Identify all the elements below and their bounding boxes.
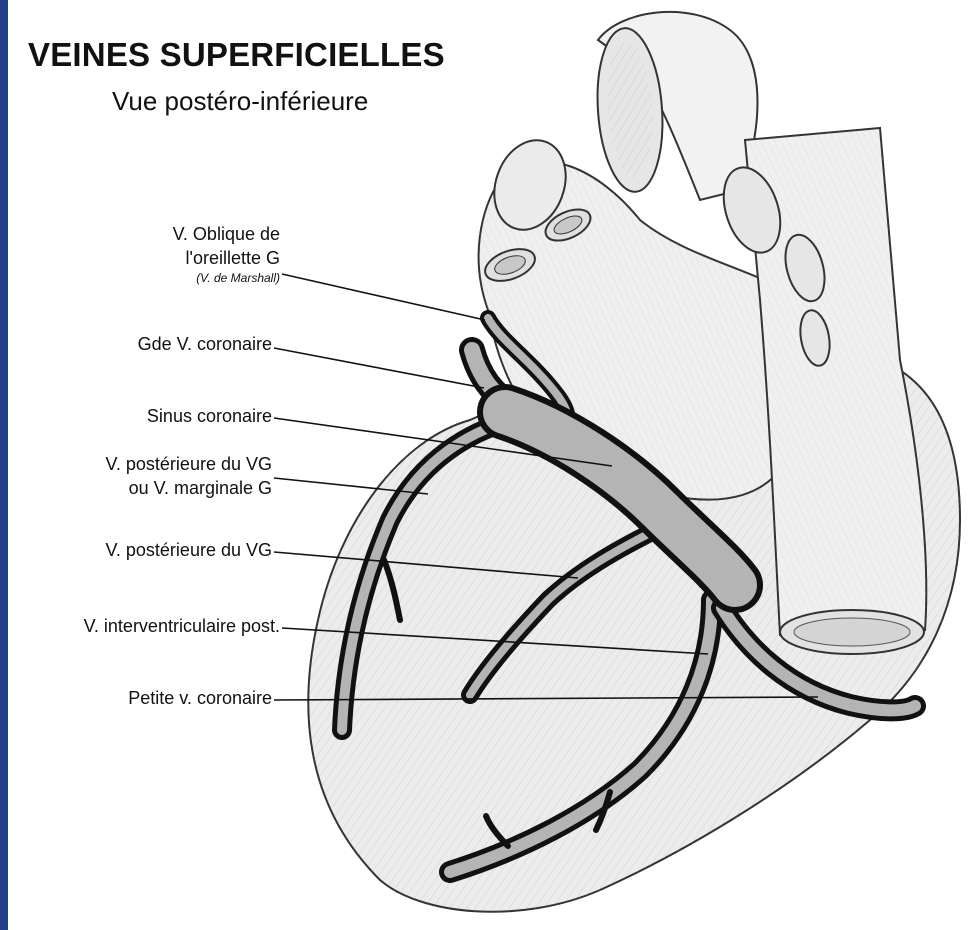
label-oblique-line1: V. Oblique de [173,222,280,246]
label-interventriculaire: V. interventriculaire post. [84,614,280,638]
label-petite-coronaire: Petite v. coronaire [128,686,272,710]
label-oblique-note: (V. de Marshall) [173,270,280,286]
label-posterior-vg-marginal: V. postérieure du VG ou V. marginale G [106,452,272,500]
label-oblique-line2: l'oreillette G [173,246,280,270]
leader-gde-coronaire [274,348,484,388]
label-post-vg-line1: V. postérieure du VG [106,452,272,476]
label-oblique-vein: V. Oblique de l'oreillette G (V. de Mars… [173,222,280,286]
label-posterior-vg: V. postérieure du VG [106,538,272,562]
label-sinus-coronaire: Sinus coronaire [147,404,272,428]
page-title: VEINES SUPERFICIELLES [28,36,445,74]
label-gde-coronaire: Gde V. coronaire [138,332,272,356]
label-post-vg-line2: ou V. marginale G [106,476,272,500]
leader-oblique [282,274,485,320]
page-subtitle: Vue postéro-inférieure [112,86,368,117]
